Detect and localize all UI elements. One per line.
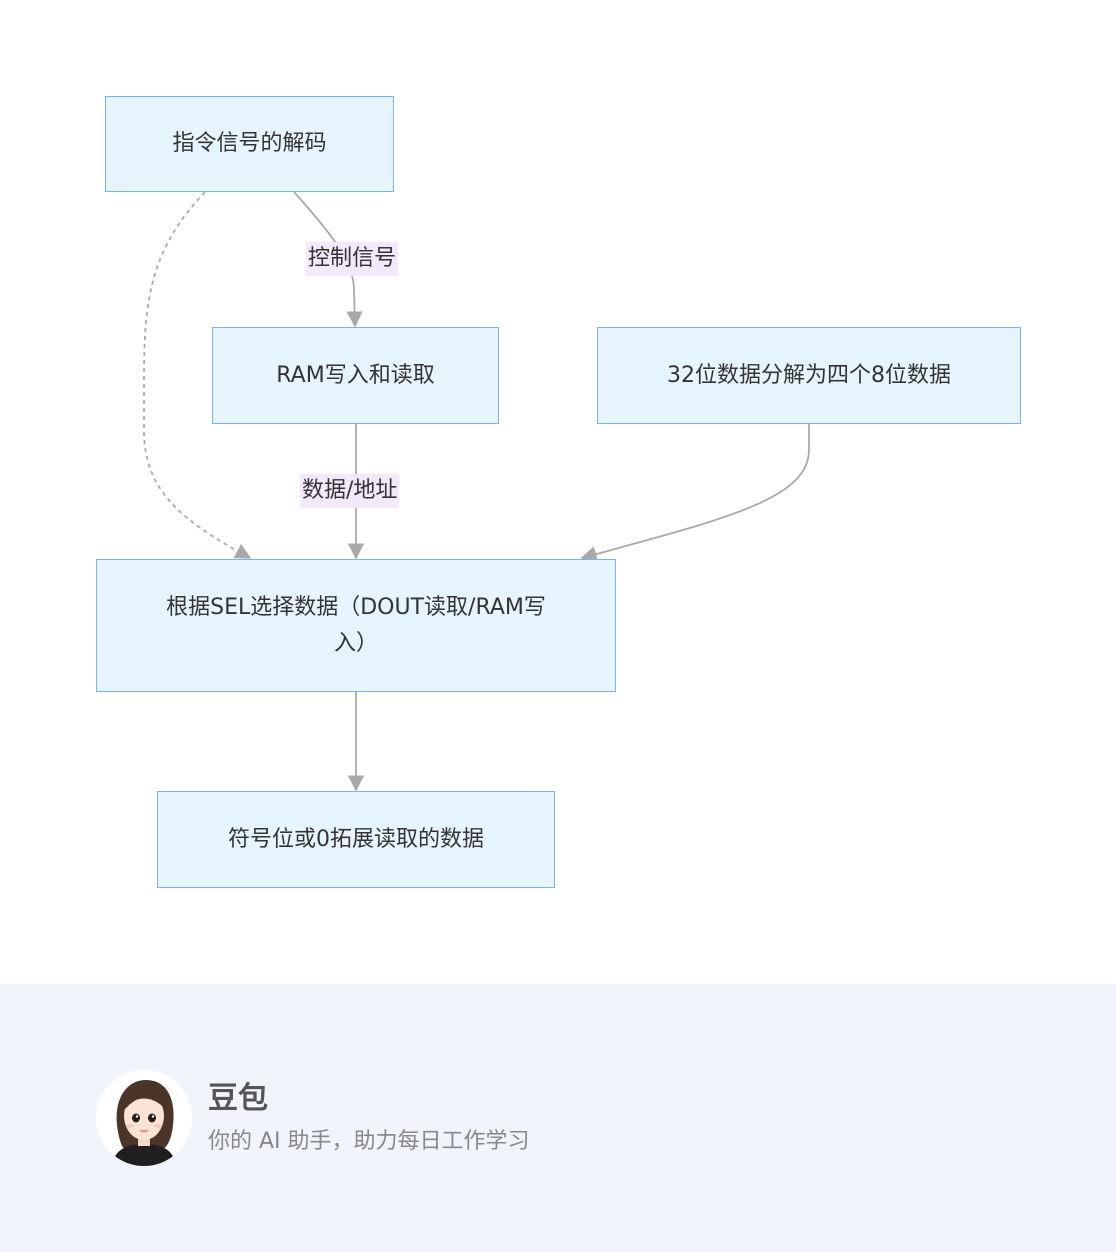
edge-label-control-signal: 控制信号: [306, 242, 399, 276]
footer-branding: 豆包 你的 AI 助手，助力每日工作学习: [0, 984, 1116, 1252]
node-select: 根据SEL选择数据（DOUT读取/RAM写入）: [96, 559, 616, 692]
node-ram: RAM写入和读取: [212, 327, 499, 424]
node-split: 32位数据分解为四个8位数据: [597, 327, 1021, 424]
brand-tagline: 你的 AI 助手，助力每日工作学习: [208, 1129, 530, 1154]
node-decode: 指令信号的解码: [105, 96, 394, 192]
node-extend: 符号位或0拓展读取的数据: [157, 791, 555, 888]
flowchart-canvas: 指令信号的解码 控制信号 RAM写入和读取 32位数据分解为四个8位数据 数据/…: [96, 96, 1021, 888]
avatar-girl-icon: [96, 1070, 192, 1166]
edge-decode-to-select-dashed: [143, 191, 252, 559]
edge-label-data-address: 数据/地址: [300, 474, 400, 508]
brand-name: 豆包: [208, 1081, 268, 1116]
edge-split-to-select: [580, 424, 810, 562]
